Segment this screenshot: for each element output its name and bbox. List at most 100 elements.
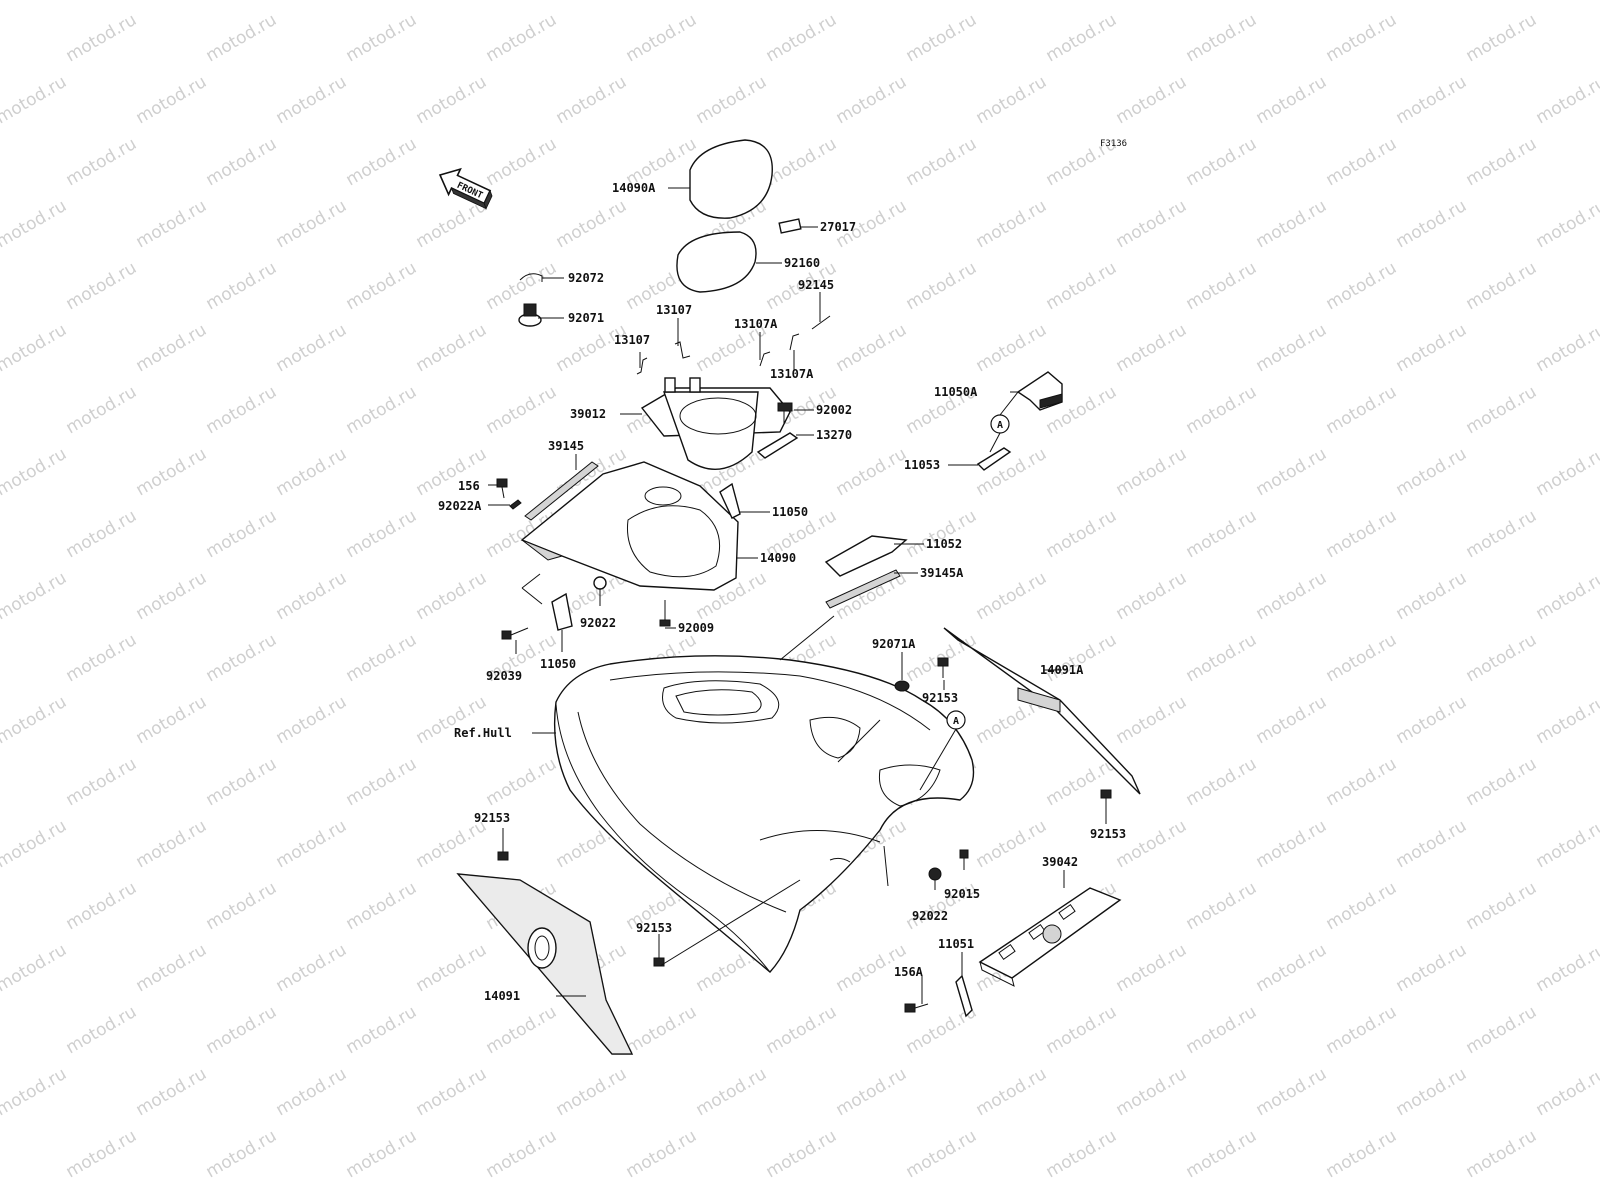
watermark-text: motod.ru	[623, 1002, 701, 1058]
watermark-text: motod.ru	[1253, 444, 1331, 500]
watermark-text: motod.ru	[1183, 1126, 1261, 1182]
watermark-text: motod.ru	[0, 196, 70, 252]
watermark-text: motod.ru	[0, 320, 70, 376]
spring-13107A-upper	[759, 351, 771, 367]
watermark-text: motod.ru	[133, 444, 211, 500]
watermark-text: motod.ru	[63, 630, 141, 686]
part-label-11050-lower: 11050	[540, 657, 576, 671]
watermark-text: motod.ru	[1393, 0, 1471, 4]
watermark-text: motod.ru	[63, 506, 141, 562]
plate-13270	[756, 432, 799, 459]
watermark-text: motod.ru	[1043, 506, 1121, 562]
watermark-text: motod.ru	[273, 196, 351, 252]
grommet-92071A	[894, 680, 910, 692]
watermark-text: motod.ru	[1323, 1126, 1401, 1182]
bracket-11050-lower	[551, 592, 573, 631]
watermark-text: motod.ru	[0, 444, 70, 500]
watermark-text: motod.ru	[763, 10, 841, 66]
watermark-text: motod.ru	[1113, 1064, 1191, 1120]
diagram-code: F3136	[1100, 139, 1127, 149]
watermark-text: motod.ru	[1113, 816, 1191, 872]
part-label-ref-hull: Ref.Hull	[454, 726, 512, 740]
watermark-text: motod.ru	[1113, 940, 1191, 996]
watermark-text: motod.ru	[63, 754, 141, 810]
watermark-text: motod.ru	[483, 382, 561, 438]
watermark-text: motod.ru	[413, 940, 491, 996]
part-label-92022A: 92022A	[438, 499, 482, 513]
watermark-text: motod.ru	[1533, 444, 1600, 500]
watermark-text: motod.ru	[1253, 320, 1331, 376]
watermark-text: motod.ru	[1323, 258, 1401, 314]
watermark-text: motod.ru	[343, 10, 421, 66]
watermark-text: motod.ru	[1393, 444, 1471, 500]
leader-lines	[488, 187, 1107, 1004]
watermark-text: motod.ru	[1533, 196, 1600, 252]
watermark-text: motod.ru	[203, 134, 281, 190]
watermark-text: motod.ru	[343, 1002, 421, 1058]
watermark-text: motod.ru	[973, 72, 1051, 128]
watermark-text: motod.ru	[133, 0, 211, 4]
watermark-text: motod.ru	[973, 816, 1051, 872]
watermark-text: motod.ru	[0, 816, 70, 872]
watermark-text: motod.ru	[273, 568, 351, 624]
watermark-text: motod.ru	[343, 1126, 421, 1182]
watermark-text: motod.ru	[553, 1064, 631, 1120]
watermark-text: motod.ru	[1463, 134, 1541, 190]
watermark-text: motod.ru	[1323, 1002, 1401, 1058]
watermark-text: motod.ru	[1183, 382, 1261, 438]
part-label-13270: 13270	[816, 428, 852, 442]
hull	[553, 655, 975, 973]
watermark-text: motod.ru	[203, 258, 281, 314]
watermark-text: motod.ru	[1113, 692, 1191, 748]
watermark-text: motod.ru	[1393, 1064, 1471, 1120]
part-label-13107-lower: 13107	[614, 333, 650, 347]
watermark-text: motod.ru	[973, 1064, 1051, 1120]
watermark-text: motod.ru	[1253, 940, 1331, 996]
watermark-text: motod.ru	[483, 258, 561, 314]
watermark-text: motod.ru	[133, 940, 211, 996]
watermark-text: motod.ru	[1043, 258, 1121, 314]
bolt-156	[496, 478, 508, 499]
watermark-text: motod.ru	[343, 134, 421, 190]
storage-bucket-39012	[640, 377, 791, 470]
watermark-text: motod.ru	[1393, 568, 1471, 624]
watermark-text: motod.ru	[483, 134, 561, 190]
watermark-text: motod.ru	[203, 878, 281, 934]
watermark-text: motod.ru	[1183, 506, 1261, 562]
watermark-text: motod.ru	[693, 0, 771, 4]
watermark-text: motod.ru	[1323, 878, 1401, 934]
part-label-92071A: 92071A	[872, 637, 916, 651]
watermark-text: motod.ru	[1043, 1002, 1121, 1058]
strip-39145	[524, 461, 599, 521]
watermark-text: motod.ru	[63, 258, 141, 314]
part-label-156A: 156A	[894, 965, 924, 979]
watermark-text: motod.ru	[483, 754, 561, 810]
watermark-text: motod.ru	[1253, 72, 1331, 128]
watermark-text: motod.ru	[1393, 72, 1471, 128]
plate-11053	[976, 447, 1012, 471]
watermark-text: motod.ru	[1463, 878, 1541, 934]
watermark-text: motod.ru	[1183, 1002, 1261, 1058]
watermark-text: motod.ru	[0, 72, 70, 128]
watermark-text: motod.ru	[273, 692, 351, 748]
screw-92009	[659, 600, 671, 627]
part-label-92153-b: 92153	[1090, 827, 1126, 841]
part-label-11053: 11053	[904, 458, 940, 472]
watermark-text: motod.ru	[343, 878, 421, 934]
watermark-text: motod.ru	[413, 0, 491, 4]
watermark-text: motod.ru	[693, 1064, 771, 1120]
watermark-text: motod.ru	[63, 134, 141, 190]
watermark-text: motod.ru	[903, 258, 981, 314]
watermark-text: motod.ru	[63, 1002, 141, 1058]
watermark-text: motod.ru	[833, 0, 911, 4]
spring-13107-lower	[636, 357, 648, 375]
grommet-92071	[518, 303, 542, 327]
watermark-text: motod.ru	[133, 72, 211, 128]
watermark-text: motod.ru	[343, 630, 421, 686]
watermark-text: motod.ru	[1253, 1064, 1331, 1120]
watermark-text: motod.ru	[63, 878, 141, 934]
watermark-text: motod.ru	[1113, 0, 1191, 4]
watermark-text: motod.ru	[1183, 258, 1261, 314]
part-label-92015: 92015	[944, 887, 980, 901]
watermark-text: motod.ru	[1393, 320, 1471, 376]
